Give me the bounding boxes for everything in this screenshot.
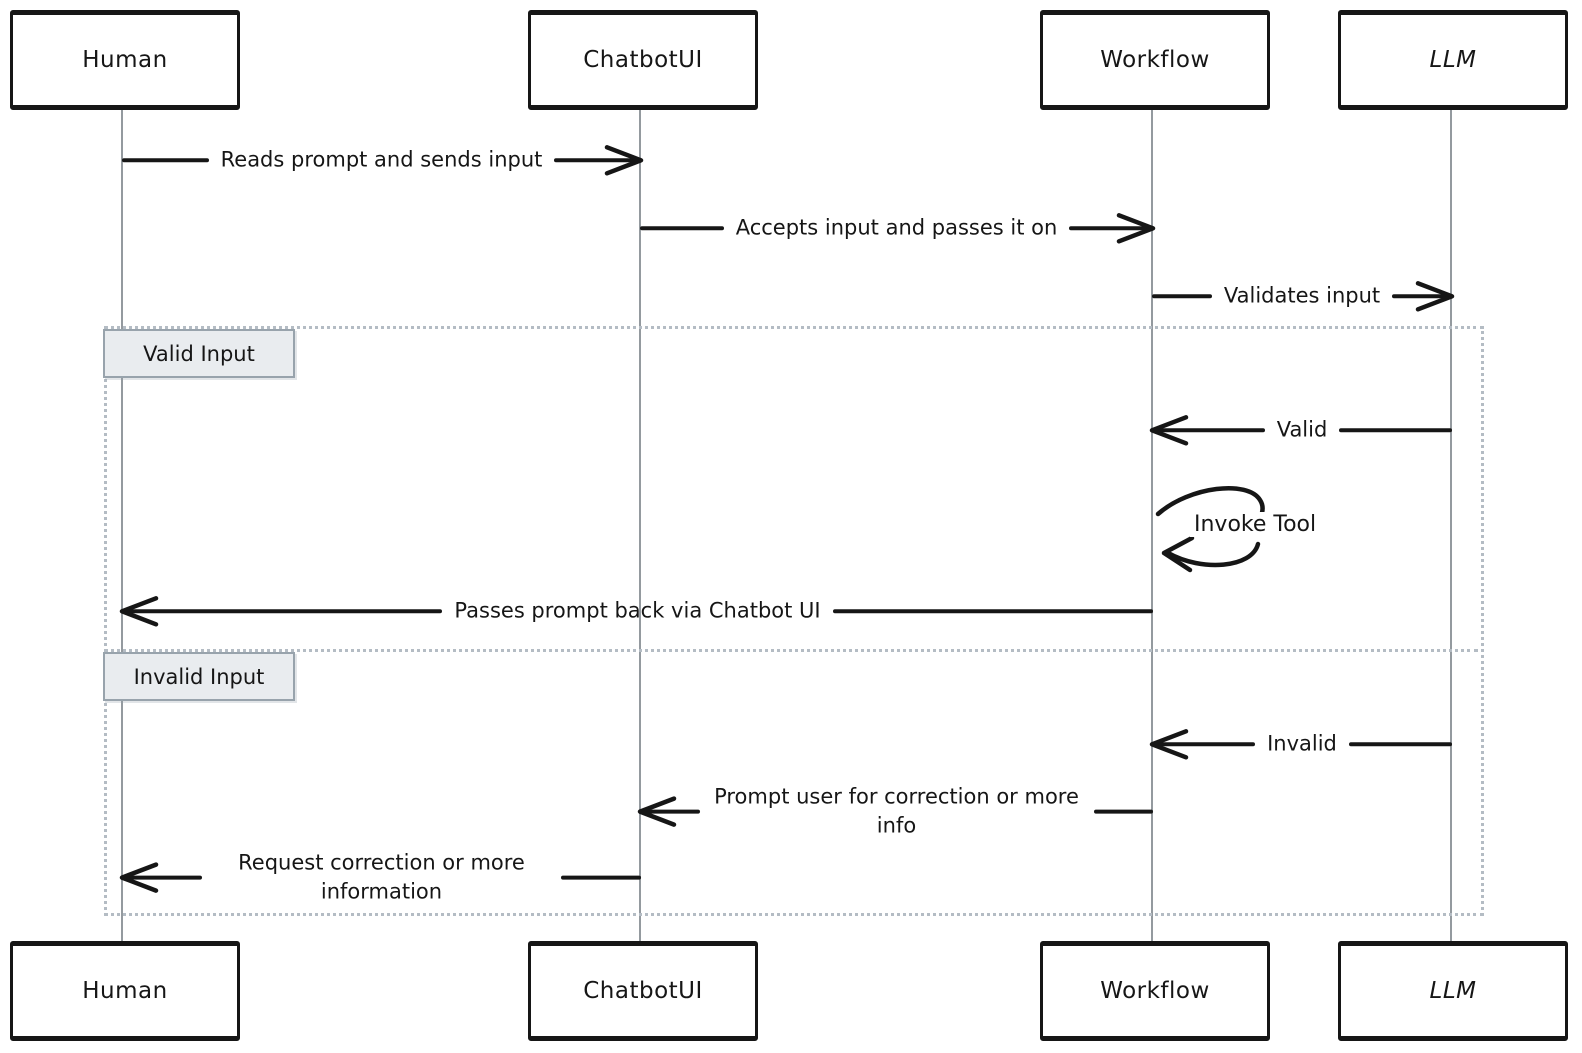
participant-workflow-bottom: Workflow <box>1040 941 1270 1041</box>
message-line-segment <box>554 157 641 162</box>
message-invoke-tool-loop <box>1155 486 1265 573</box>
arrowhead-left-icon <box>637 796 677 828</box>
alt-section-label-invalid-text: Invalid Input <box>133 664 265 689</box>
participant-chatbotui-bottom: ChatbotUI <box>528 941 758 1041</box>
participant-human-label: Human <box>82 47 168 73</box>
lifeline-workflow <box>1151 103 1153 943</box>
arrowhead-left-icon <box>119 862 159 894</box>
message-reads-prompt: Reads prompt and sends input <box>122 144 644 176</box>
message-line-segment <box>832 608 1154 613</box>
alt-section-label-valid-text: Valid Input <box>143 341 255 366</box>
alt-section-label-invalid: Invalid Input <box>103 652 295 701</box>
message-accepts-input: Accepts input and passes it on <box>640 212 1156 244</box>
message-line-segment <box>1152 427 1265 432</box>
alt-section-divider <box>104 649 1478 652</box>
message-line-segment <box>122 157 209 162</box>
message-accepts-input-text: Accepts input and passes it on <box>735 215 1058 240</box>
participant-chatbotui-label: ChatbotUI <box>583 978 703 1004</box>
message-line-segment <box>640 810 700 814</box>
arrowhead-left-icon <box>119 595 159 627</box>
participant-workflow-top: Workflow <box>1040 10 1270 110</box>
message-line-segment <box>122 608 443 613</box>
participant-human-bottom: Human <box>10 941 240 1041</box>
lifeline-llm <box>1450 103 1452 943</box>
message-reads-prompt-text: Reads prompt and sends input <box>220 147 543 172</box>
arrowhead-right-icon <box>604 144 644 176</box>
participant-chatbotui-label: ChatbotUI <box>583 47 703 73</box>
message-passes-prompt-back-text: Passes prompt back via Chatbot UI <box>454 598 821 623</box>
participant-workflow-label: Workflow <box>1100 978 1210 1004</box>
message-line-segment <box>1348 741 1452 746</box>
participant-workflow-label: Workflow <box>1100 47 1210 73</box>
arrowhead-left-icon <box>1149 728 1189 760</box>
lifeline-chatbotui <box>639 103 641 943</box>
lifeline-human <box>121 103 123 943</box>
message-validates-input-text: Validates input <box>1223 283 1381 308</box>
participant-llm-label: LLM <box>1429 47 1477 73</box>
message-request-correction-text: Request correction or more information <box>238 850 525 904</box>
participant-llm-bottom: LLM <box>1338 941 1568 1041</box>
participant-chatbotui-top: ChatbotUI <box>528 10 758 110</box>
participant-llm-label: LLM <box>1429 978 1477 1004</box>
message-request-correction: Request correction or more information <box>119 849 641 908</box>
message-line-segment <box>1069 225 1153 230</box>
message-line-segment <box>640 225 724 230</box>
message-line-segment <box>1392 293 1453 298</box>
participant-llm-top: LLM <box>1338 10 1568 110</box>
message-invalid: Invalid <box>1149 728 1452 760</box>
arrowhead-left-icon <box>1149 414 1189 446</box>
alt-fragment-frame <box>104 326 1484 916</box>
message-line-segment <box>1152 293 1212 298</box>
message-line-segment <box>122 876 202 880</box>
arrowhead-right-icon <box>1116 212 1156 244</box>
message-valid: Valid <box>1149 414 1453 446</box>
participant-human-label: Human <box>82 978 168 1004</box>
message-validates-input: Validates input <box>1152 280 1455 312</box>
message-line-segment <box>1152 741 1256 746</box>
arrowhead-right-icon <box>1415 280 1455 312</box>
message-valid-text: Valid <box>1276 417 1328 442</box>
message-invalid-text: Invalid <box>1267 731 1337 756</box>
message-line-segment <box>1339 427 1453 432</box>
message-passes-prompt-back: Passes prompt back via Chatbot UI <box>119 595 1154 627</box>
message-line-segment <box>561 876 641 880</box>
message-line-segment <box>1093 810 1153 814</box>
participant-human-top: Human <box>10 10 240 110</box>
alt-section-label-valid: Valid Input <box>103 329 295 378</box>
arrowhead-left-icon <box>1161 535 1195 573</box>
message-prompt-user-correction-text: Prompt user for correction or more info <box>714 784 1079 838</box>
message-invoke-tool-text: Invoke Tool <box>1190 512 1321 537</box>
message-prompt-user-correction: Prompt user for correction or more info <box>637 783 1153 842</box>
